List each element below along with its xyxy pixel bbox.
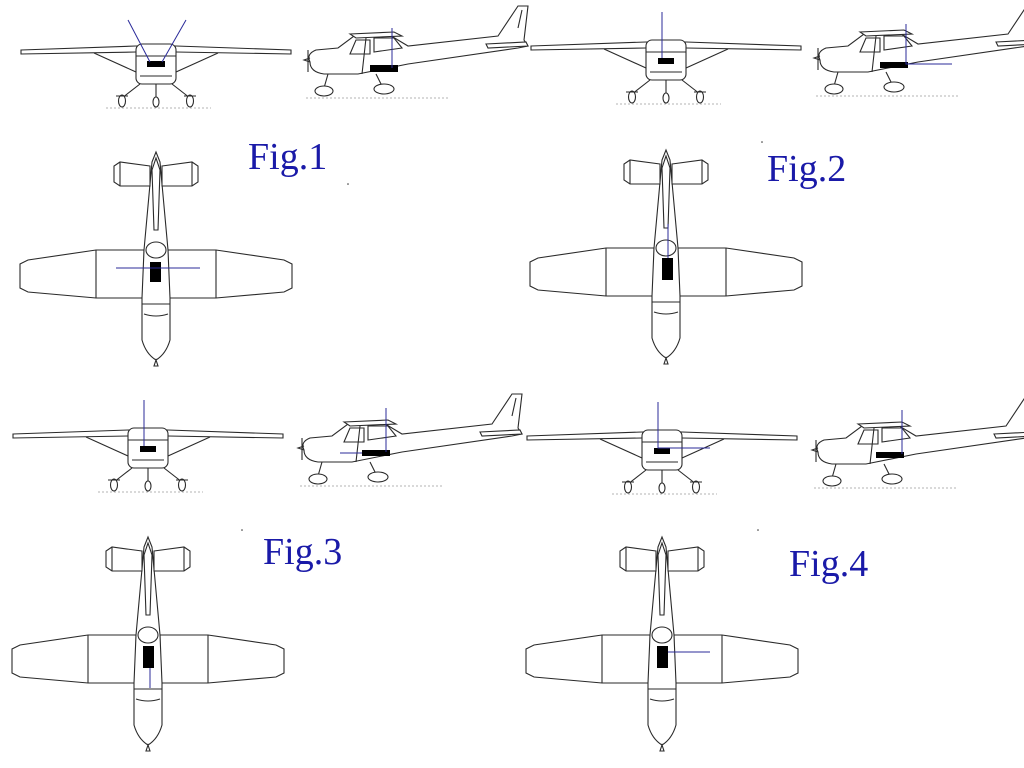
fig1-front-marker bbox=[147, 61, 165, 67]
fig3-top-view-icon bbox=[11, 536, 285, 752]
speck bbox=[241, 529, 243, 531]
fig2-side-marker bbox=[880, 62, 908, 68]
fig4-top-view-icon bbox=[525, 536, 799, 752]
fig4-front-axes bbox=[657, 402, 710, 449]
fig4-top-marker bbox=[657, 646, 668, 668]
fig4-side-view-icon bbox=[811, 395, 1024, 489]
fig3-side-view-icon bbox=[297, 393, 523, 487]
fig1-front-axes bbox=[127, 19, 187, 63]
fig2-top-view-icon bbox=[529, 149, 803, 365]
figure-4 bbox=[525, 395, 1024, 752]
fig4-label: Fig.4 bbox=[789, 543, 869, 585]
figure-1 bbox=[19, 5, 529, 367]
fig2-side-axes bbox=[905, 24, 952, 65]
fig3-front-view-icon bbox=[12, 427, 284, 493]
speck bbox=[761, 141, 763, 143]
fig3-side-axes bbox=[340, 408, 387, 454]
fig3-label: Fig.3 bbox=[263, 531, 343, 573]
fig3-side-marker bbox=[362, 450, 390, 456]
fig1-side-marker bbox=[370, 65, 398, 72]
fig4-front-view-icon bbox=[526, 429, 798, 495]
fig3-front-marker bbox=[140, 446, 156, 452]
figure-2 bbox=[529, 3, 1024, 365]
fig3-top-marker bbox=[143, 646, 154, 668]
fig2-label: Fig.2 bbox=[767, 148, 847, 190]
fig1-top-view-icon bbox=[19, 151, 293, 367]
fig1-side-view-icon bbox=[303, 5, 529, 99]
fig1-label: Fig.1 bbox=[248, 136, 328, 178]
figure-3 bbox=[11, 393, 523, 752]
fig2-front-marker bbox=[658, 58, 674, 64]
fig2-side-view-icon bbox=[813, 3, 1024, 97]
fig2-top-marker bbox=[662, 258, 673, 280]
speck bbox=[347, 183, 349, 185]
fig4-side-marker bbox=[876, 452, 904, 458]
speck bbox=[757, 529, 759, 531]
fig1-top-marker bbox=[150, 262, 161, 282]
fig4-front-marker bbox=[654, 448, 670, 454]
fig1-front-view-icon bbox=[20, 43, 292, 109]
fig2-front-view-icon bbox=[530, 39, 802, 105]
